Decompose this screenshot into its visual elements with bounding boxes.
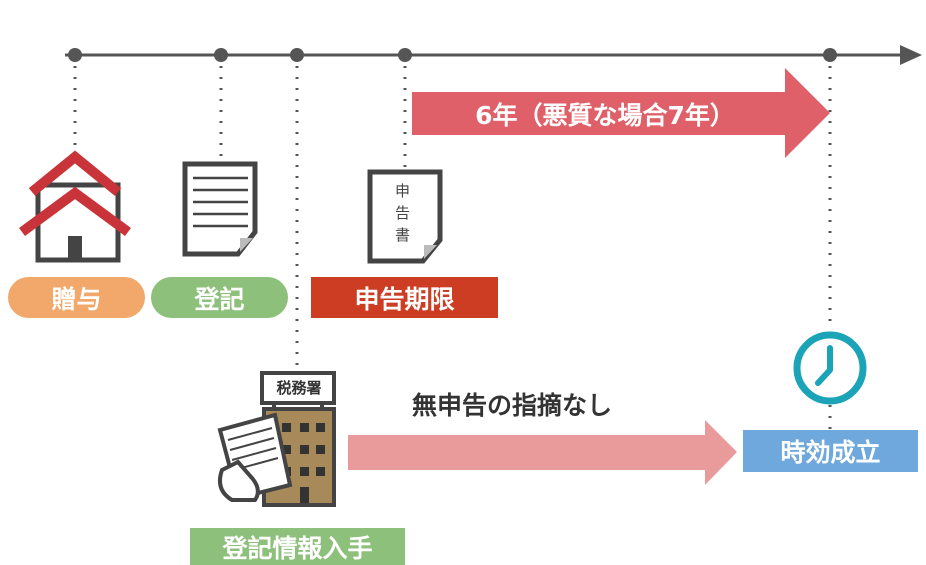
house-icon — [19, 150, 131, 263]
no-filing-arrow — [348, 420, 737, 485]
clock-icon — [793, 331, 867, 405]
timeline-point-gift — [68, 48, 82, 62]
tax-return-text-2: 告 — [395, 204, 411, 222]
no-filing-text: 無申告の指摘なし — [412, 391, 613, 420]
timeline — [65, 45, 922, 430]
period-arrow — [412, 68, 830, 158]
period-arrow-label: 6年（悪質な場合7年） — [475, 101, 735, 130]
filing-deadline-label: 申告期限 — [311, 277, 498, 318]
registration-info-label: 登記情報入手 — [190, 528, 405, 565]
dotted-guides — [73, 66, 832, 430]
papers-in-hand-icon — [217, 412, 293, 502]
gift-label: 贈与 — [8, 277, 145, 318]
tax-office-sign: 税務署 — [276, 379, 322, 397]
timeline-point-registration — [214, 48, 228, 62]
document-icon — [182, 161, 258, 257]
tax-return-document-icon — [367, 169, 443, 264]
timeline-point-info — [290, 48, 304, 62]
timeline-point-statute — [823, 48, 837, 62]
timeline-arrowhead-icon — [900, 45, 922, 65]
registration-label: 登記 — [151, 277, 288, 318]
timeline-point-deadline — [398, 48, 412, 62]
statute-expired-label: 時効成立 — [743, 430, 918, 472]
tax-return-text-1: 申 — [395, 182, 411, 200]
tax-office-icon — [217, 371, 336, 507]
tax-return-text-3: 書 — [395, 226, 411, 244]
